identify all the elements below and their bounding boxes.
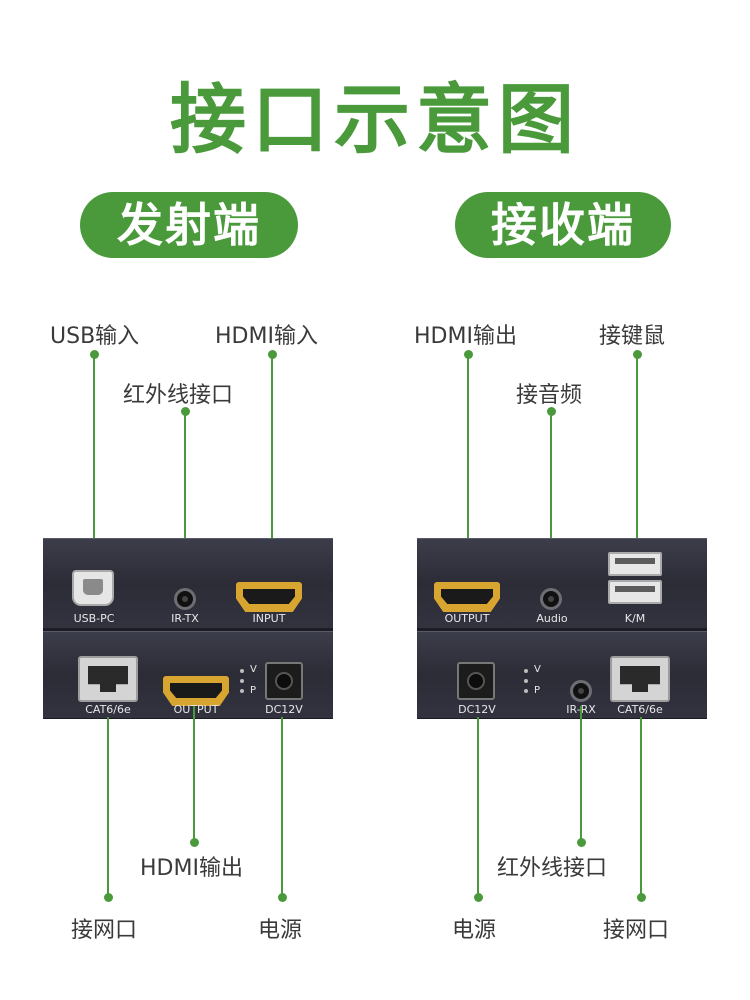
rx-ir-line-dot: [577, 838, 586, 847]
rx-dc-jack: [457, 662, 495, 700]
tx-cat-text: CAT6/6e: [85, 703, 131, 716]
rx-hdmi-output-label: HDMI输出: [414, 324, 517, 349]
tx-usb-line: [93, 354, 95, 562]
tx-power-label: 电源: [258, 918, 303, 943]
rx-led-mid: [524, 679, 528, 683]
tx-hdmi-out-line: [193, 706, 195, 840]
rx-rj45-port: [610, 656, 670, 702]
rx-hdmi-out-line: [467, 354, 469, 582]
tx-hdmi-output-label: HDMI输出: [140, 856, 243, 881]
tx-led-mid: [240, 679, 244, 683]
rx-usb-a-port-1: [608, 552, 662, 576]
rx-usb-a-port-2: [608, 580, 662, 604]
tx-ir-jack: [174, 588, 196, 610]
tx-ir-label: 红外线接口: [123, 383, 234, 408]
rx-output-text: OUTPUT: [444, 612, 490, 625]
rx-ir-jack: [570, 680, 592, 702]
tx-ir-line: [184, 411, 186, 579]
rx-audio-text: Audio: [536, 612, 568, 625]
rx-v-text: V: [534, 664, 541, 675]
receiver-heading: 接收端: [455, 192, 671, 258]
rx-panel-seam: [417, 628, 707, 631]
tx-hdmi-input-port: [236, 582, 302, 612]
tx-power-line: [281, 717, 283, 894]
tx-rj45-port: [78, 656, 138, 702]
rx-led-v: [524, 669, 528, 673]
tx-lan-line-dot: [104, 893, 113, 902]
page-title: 接口示意图: [170, 75, 580, 164]
tx-power-line-dot: [278, 893, 287, 902]
rx-km-text: K/M: [624, 612, 646, 625]
tx-usb-pc-text: USB-PC: [73, 612, 115, 625]
tx-output-text: OUTPUT: [173, 703, 219, 716]
tx-led-p: [240, 689, 244, 693]
tx-p-text: P: [250, 685, 257, 696]
tx-lan-label: 接网口: [71, 918, 138, 943]
tx-hdmi-in-line: [271, 354, 273, 582]
tx-dc-jack: [265, 662, 303, 700]
rx-audio-line: [550, 411, 552, 579]
tx-usb-input-label: USB输入: [50, 324, 140, 349]
rx-dc-text: DC12V: [458, 703, 496, 716]
transmitter-heading: 发射端: [80, 192, 298, 258]
rx-audio-jack: [540, 588, 562, 610]
rx-power-label: 电源: [452, 918, 497, 943]
rx-audio-label: 接音频: [516, 383, 583, 408]
rx-lan-line-dot: [637, 893, 646, 902]
rx-hdmi-output-port: [434, 582, 500, 612]
tx-hdmi-output-port: [163, 676, 229, 706]
rx-led-p: [524, 689, 528, 693]
tx-v-text: V: [250, 664, 257, 675]
tx-ir-tx-text: IR-TX: [171, 612, 199, 625]
tx-usb-b-port: [72, 570, 114, 606]
tx-panel-seam: [43, 628, 333, 631]
rx-km-line: [636, 354, 638, 548]
tx-dc-text: DC12V: [265, 703, 303, 716]
rx-lan-label: 接网口: [603, 918, 670, 943]
tx-hdmi-input-label: HDMI输入: [215, 324, 318, 349]
tx-hdmi-out-line-dot: [190, 838, 199, 847]
rx-ir-line: [580, 706, 582, 840]
tx-led-v: [240, 669, 244, 673]
tx-lan-line: [107, 717, 109, 894]
rx-keyboard-mouse-label: 接键鼠: [599, 324, 666, 349]
rx-power-line: [477, 717, 479, 894]
rx-p-text: P: [534, 685, 541, 696]
rx-power-line-dot: [474, 893, 483, 902]
rx-ir-label: 红外线接口: [497, 856, 608, 881]
rx-cat-text: CAT6/6e: [617, 703, 663, 716]
tx-input-text: INPUT: [252, 612, 286, 625]
rx-lan-line: [640, 717, 642, 894]
